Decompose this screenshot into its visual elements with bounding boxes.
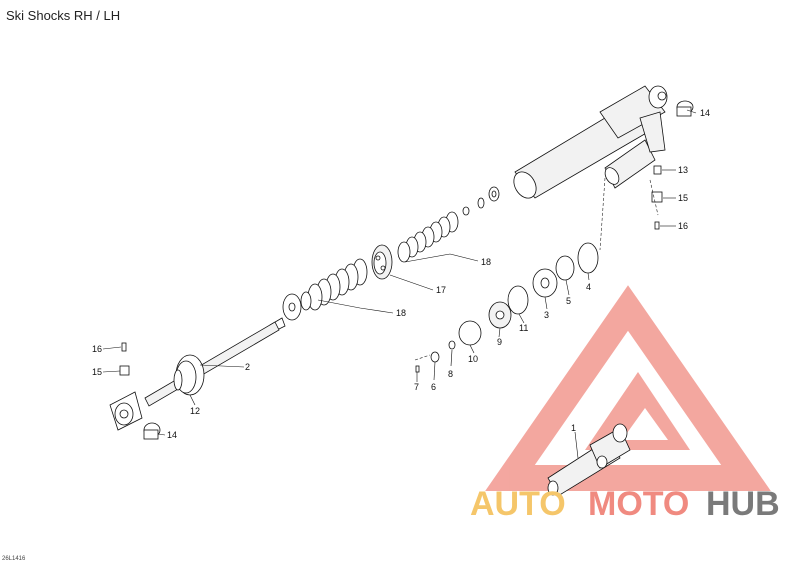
leader-lines <box>102 109 697 459</box>
callout-5: 5 <box>566 296 571 306</box>
callout-1: 1 <box>571 423 576 433</box>
reservoir-seals <box>415 242 599 373</box>
shock-body-upper <box>513 85 668 199</box>
watermark-word-hub: HUB <box>706 485 780 523</box>
upper-washers <box>462 186 500 216</box>
callout-17: 17 <box>436 285 446 295</box>
callout-16-right: 16 <box>678 221 688 231</box>
spring-stack-upper <box>397 211 459 263</box>
assembly-dashed-lines <box>414 177 659 361</box>
diagram-title: Ski Shocks RH / LH <box>6 8 121 23</box>
right-fasteners <box>651 165 663 230</box>
spring-stack-lower <box>282 258 368 321</box>
callout-11: 11 <box>519 323 528 333</box>
callout-6: 6 <box>431 382 436 392</box>
piston <box>371 244 393 280</box>
callout-15-left: 15 <box>92 367 102 377</box>
callout-8: 8 <box>448 369 453 379</box>
watermark-word-auto: AUTO <box>470 485 566 523</box>
callout-15-right: 15 <box>678 193 688 203</box>
shock-assembly-complete <box>547 423 631 497</box>
callout-4: 4 <box>586 282 591 292</box>
watermark-wordmark: AUTO MOTO HUB <box>470 485 780 523</box>
bushing-lower <box>143 422 161 440</box>
shaft <box>109 317 286 431</box>
watermark-word-moto: MOTO <box>588 485 689 523</box>
callout-3: 3 <box>544 310 549 320</box>
callout-18-lower: 18 <box>396 308 406 318</box>
watermark-logo <box>485 285 771 491</box>
callout-18-upper: 18 <box>481 257 491 267</box>
drawing-code: 26L1416 <box>2 556 26 562</box>
callout-9: 9 <box>497 337 502 347</box>
bushing-upper <box>676 100 694 117</box>
callout-7: 7 <box>414 382 419 392</box>
callout-2: 2 <box>245 362 250 372</box>
callout-16-left: 16 <box>92 344 102 354</box>
left-fasteners <box>119 342 130 376</box>
callout-14-upper: 14 <box>700 108 710 118</box>
callout-14-lower: 14 <box>167 430 177 440</box>
callout-12: 12 <box>190 406 200 416</box>
callout-10: 10 <box>468 354 478 364</box>
callout-labels: 1 2 3 4 5 6 7 8 9 10 11 12 13 14 14 15 1… <box>92 108 710 440</box>
callout-13: 13 <box>678 165 688 175</box>
